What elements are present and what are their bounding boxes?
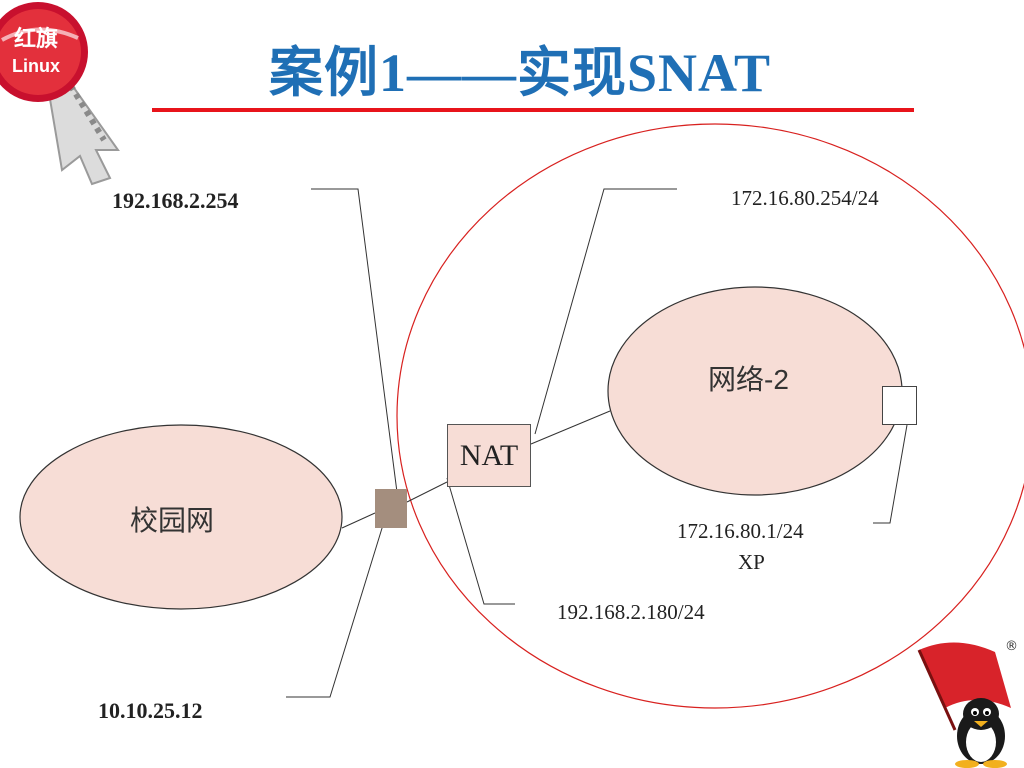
penguin-flag-mascot: ® <box>917 639 1018 768</box>
penguin-icon <box>955 698 1007 768</box>
campus-network-label: 校园网 <box>130 505 215 536</box>
nat-label: NAT <box>459 438 519 472</box>
svg-text:Linux: Linux <box>12 56 60 76</box>
page-title: 案例1——实现SNAT <box>268 43 772 103</box>
svg-text:红旗: 红旗 <box>14 26 58 52</box>
nat-internal-ip: 172.16.80.254/24 <box>731 186 879 210</box>
xp-ip: 172.16.80.1/24 <box>677 519 804 543</box>
nat-domain-boundary <box>396 123 1024 709</box>
red-flag-linux-logo: 红旗 Linux <box>0 2 120 186</box>
campus-network-ellipse <box>19 424 343 610</box>
svg-text:®: ® <box>1005 639 1018 654</box>
nat-external-ip: 192.168.2.180/24 <box>557 600 705 624</box>
connector-lines <box>286 188 908 698</box>
gateway-campus-ip: 192.168.2.254 <box>112 188 239 213</box>
xp-name: XP <box>738 550 765 574</box>
xp-host-box <box>882 386 917 425</box>
network-2-label: 网络-2 <box>708 364 789 395</box>
campus-host-ip: 10.10.25.12 <box>98 698 203 723</box>
red-flag-icon <box>919 642 1011 708</box>
nat-router-box: NAT <box>447 424 531 487</box>
switch-node <box>375 489 407 528</box>
title-underline <box>152 108 914 112</box>
